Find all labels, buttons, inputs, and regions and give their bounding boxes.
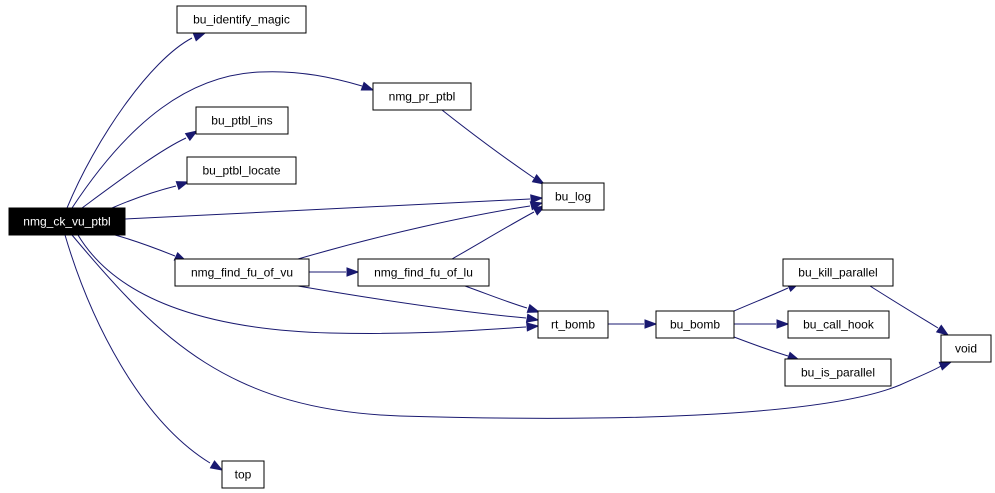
edge-line [297,205,531,260]
edge-nmg_ck_vu_ptbl-to-bu_ptbl_ins [81,130,199,209]
edge-nmg_ck_vu_ptbl-to-nmg_find_fu_of_vu [114,234,188,262]
edge-nmg_ck_vu_ptbl-to-top [64,234,224,471]
edge-line [733,336,789,357]
node-label: nmg_pr_ptbl [389,90,456,104]
node-label: bu_is_parallel [801,366,875,380]
node-bu-log[interactable]: bu_log [541,182,605,211]
edge-line [111,185,177,209]
node-rt-bomb[interactable]: rt_bomb [537,310,609,339]
edge-bu_bomb-to-bu_kill_parallel [733,282,801,312]
edge-nmg_ck_vu_ptbl-to-bu_ptbl_locate [111,181,190,209]
edge-line [81,137,187,209]
node-bu-identify-magic[interactable]: bu_identify_magic [176,5,307,34]
edge-line [71,234,942,419]
edge-line [71,71,363,209]
node-label: bu_call_hook [803,318,875,332]
node-label: rt_bomb [551,318,595,332]
edge-bu_kill_parallel-to-void [869,285,950,336]
edge-nmg_ck_vu_ptbl-to-bu_log [124,194,544,220]
nodes-layer: nmg_ck_vu_ptbl bu_identify_magic nmg_pr_pt… [8,5,992,489]
node-box[interactable] [372,82,472,111]
edge-arrowhead [175,181,190,191]
edge-line [124,198,531,220]
node-box[interactable] [541,182,605,211]
node-box[interactable] [176,5,307,34]
edge-arrowhead [184,130,199,142]
edge-arrowhead [530,194,544,204]
edge-line [114,234,176,257]
edge-arrowhead [346,267,360,277]
node-label: nmg_find_fu_of_lu [374,266,473,280]
edge-nmg_find_fu_of_lu-to-bu_log [451,205,547,260]
node-label: bu_ptbl_locate [202,164,280,178]
edge-arrowhead [644,319,658,329]
node-box[interactable] [784,358,892,387]
edge-line [441,109,535,179]
edge-arrowhead [360,81,375,91]
edge-line [66,37,193,209]
edge-line [464,285,528,309]
edge-arrowhead [776,319,790,329]
node-label: top [235,468,252,482]
edge-nmg_ck_vu_ptbl-to-nmg_pr_ptbl [71,71,375,209]
edge-arrowhead [526,322,540,332]
edge-arrowhead [935,324,950,336]
node-box[interactable] [357,258,490,287]
node-box[interactable] [787,310,890,339]
node-bu-kill-parallel[interactable]: bu_kill_parallel [782,258,894,287]
edge-arrowhead [938,361,953,371]
edge-nmg_ck_vu_ptbl-to-void [71,234,953,419]
edges-layer [64,32,953,471]
edge-line [64,234,211,464]
node-label: bu_bomb [670,318,720,332]
node-box[interactable] [8,207,126,236]
node-box[interactable] [537,310,609,339]
node-box[interactable] [221,460,265,489]
edge-nmg_pr_ptbl-to-bu_log [441,109,546,185]
edge-bu_bomb-to-bu_is_parallel [733,336,801,361]
node-bu-bomb[interactable]: bu_bomb [655,310,735,339]
edge-line [77,234,527,334]
node-label: bu_kill_parallel [798,266,877,280]
node-label: bu_ptbl_ins [211,114,272,128]
edge-line [733,287,789,312]
edge-arrowhead [192,32,207,42]
node-bu-ptbl-locate[interactable]: bu_ptbl_locate [186,156,297,185]
edge-line [451,211,535,260]
node-top[interactable]: top [221,460,265,489]
edge-nmg_find_fu_of_lu-to-rt_bomb [464,285,541,313]
node-box[interactable] [782,258,894,287]
node-nmg-ck-vu-ptbl[interactable]: nmg_ck_vu_ptbl [8,207,126,236]
edge-arrowhead [209,460,224,471]
node-nmg-find-fu-of-vu[interactable]: nmg_find_fu_of_vu [174,258,310,287]
edge-rt_bomb-to-bu_bomb [608,319,658,329]
edge-nmg_find_fu_of_vu-to-rt_bomb [297,285,540,323]
node-void[interactable]: void [940,334,992,363]
node-nmg-find-fu-of-lu[interactable]: nmg_find_fu_of_lu [357,258,490,287]
edge-line [869,285,939,329]
node-label: nmg_ck_vu_ptbl [23,215,110,229]
edge-nmg_ck_vu_ptbl-to-rt_bomb [77,234,540,334]
node-box[interactable] [940,334,992,363]
node-bu-ptbl-ins[interactable]: bu_ptbl_ins [195,106,289,135]
edge-nmg_find_fu_of_vu-to-nmg_find_fu_of_lu [309,267,360,277]
edge-arrowhead [531,174,546,185]
node-box[interactable] [655,310,735,339]
node-label: bu_identify_magic [193,13,290,27]
edge-bu_bomb-to-bu_call_hook [734,319,790,329]
node-bu-is-parallel[interactable]: bu_is_parallel [784,358,892,387]
edge-arrowhead [526,303,541,313]
edge-arrowhead [525,313,540,323]
node-box[interactable] [174,258,310,287]
node-box[interactable] [195,106,289,135]
edge-nmg_find_fu_of_vu-to-bu_log [297,201,544,260]
node-nmg-pr-ptbl[interactable]: nmg_pr_ptbl [372,82,472,111]
node-label: void [955,342,977,356]
edge-line [297,285,527,319]
node-box[interactable] [186,156,297,185]
node-label: bu_log [555,190,591,204]
node-label: nmg_find_fu_of_vu [191,266,293,280]
node-bu-call-hook[interactable]: bu_call_hook [787,310,890,339]
